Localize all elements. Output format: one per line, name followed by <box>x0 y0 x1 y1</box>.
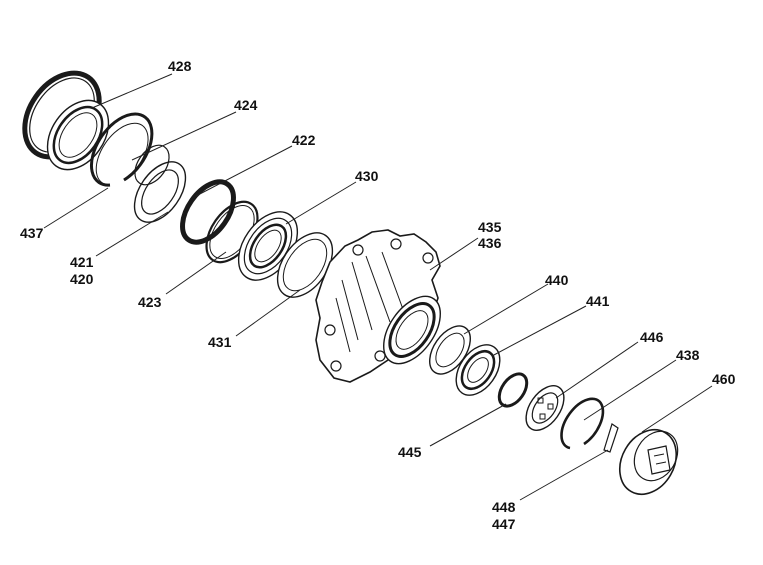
leader-441 <box>491 305 587 357</box>
label-428: 428 <box>168 58 192 74</box>
leader-448 <box>519 449 609 501</box>
label-430: 430 <box>355 168 379 184</box>
label-441: 441 <box>586 293 610 309</box>
label-460: 460 <box>712 371 736 387</box>
label-431: 431 <box>208 334 232 350</box>
label-422: 422 <box>292 132 316 148</box>
part-448-447-clip <box>603 423 619 453</box>
label-440: 440 <box>545 272 569 288</box>
leader-460 <box>641 385 713 433</box>
label-423: 423 <box>138 294 162 310</box>
leader-422 <box>195 145 293 197</box>
leader-446 <box>555 341 639 399</box>
label-420: 420 <box>70 271 94 287</box>
label-448: 448 <box>492 499 516 515</box>
callout-labels: 428 424 422 430 435 436 440 441 446 438 … <box>20 58 736 532</box>
leader-424 <box>131 111 237 161</box>
part-441-outer-bearing <box>455 344 501 396</box>
label-438: 438 <box>676 347 700 363</box>
part-424-snap-ring <box>89 112 154 187</box>
leader-437 <box>43 187 109 229</box>
label-446: 446 <box>640 329 664 345</box>
leader-430 <box>285 181 357 225</box>
part-438-snap-ring <box>560 397 605 450</box>
leader-440 <box>463 283 549 335</box>
part-437-oil-seal <box>46 99 110 171</box>
leader-428 <box>91 73 173 109</box>
part-421-420-washer <box>133 144 187 223</box>
label-436: 436 <box>478 235 502 251</box>
part-445-washer <box>497 372 529 408</box>
label-445: 445 <box>398 444 422 460</box>
part-446-lock-nut <box>525 385 565 431</box>
leader-423 <box>165 251 227 295</box>
label-435: 435 <box>478 219 502 235</box>
part-460-hub-cap <box>618 429 679 495</box>
label-421: 421 <box>70 254 94 270</box>
leader-431 <box>235 289 301 337</box>
label-424: 424 <box>234 97 258 113</box>
leader-421 <box>95 211 169 257</box>
part-422-o-ring <box>180 179 236 245</box>
part-435-436-hub <box>315 229 441 383</box>
leader-435 <box>429 237 479 271</box>
leader-445 <box>429 403 507 447</box>
label-447: 447 <box>492 516 516 532</box>
leader-438 <box>583 359 677 421</box>
leader-lines <box>43 73 713 501</box>
label-437: 437 <box>20 225 44 241</box>
